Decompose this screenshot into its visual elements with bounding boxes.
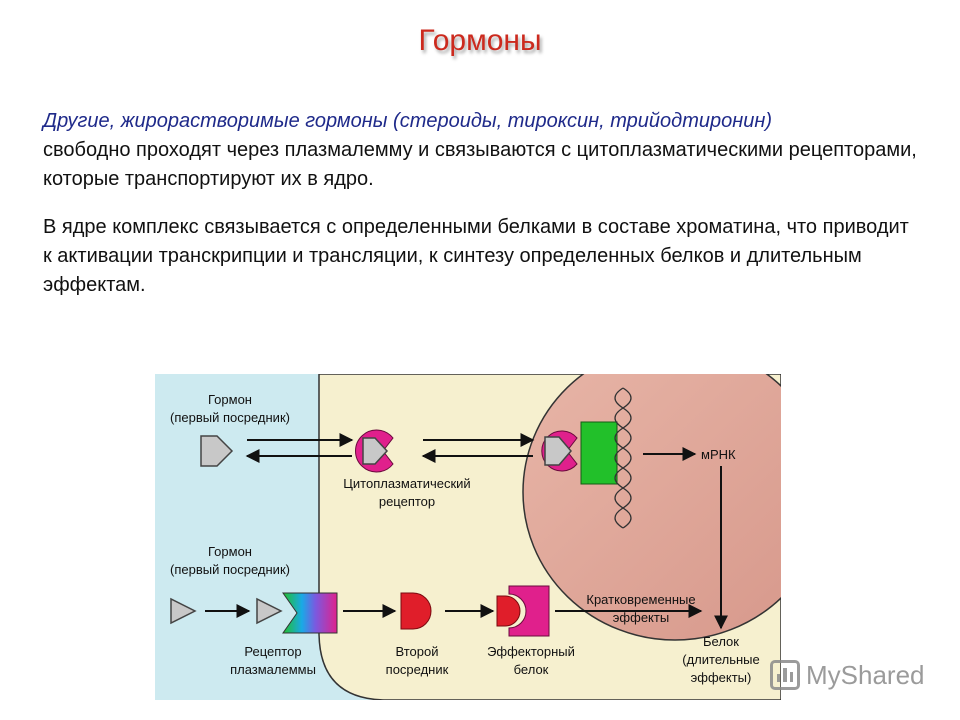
paragraph-1: Другие, жирорастворимые гормоны (стероид… — [43, 107, 923, 194]
hormone-2-icon — [170, 597, 197, 625]
paragraph-1-italic: Другие, жирорастворимые гормоны (стероид… — [43, 110, 773, 132]
effector-bound-messenger-icon — [496, 595, 521, 627]
membrane-receptor-label-line2: плазмалеммы — [230, 662, 316, 677]
protein-label-line2: (длительные — [682, 652, 759, 667]
dna-helix-icon — [614, 387, 632, 529]
effector-label-line1: Эффекторный — [487, 644, 575, 659]
slide-body-text: Другие, жирорастворимые гормоны (стероид… — [43, 107, 923, 300]
second-messenger-icon — [400, 592, 432, 630]
hormone-in-nucleus-icon — [544, 436, 572, 466]
short-effects-label-line2: эффекты — [613, 610, 669, 625]
slide-title: Гормоны — [418, 24, 542, 57]
short-effects-label-line1: Кратковременные — [586, 592, 695, 607]
hormone-at-receptor-icon — [256, 597, 283, 625]
cyto-receptor-label-line1: Цитоплазматический — [343, 476, 470, 491]
hormone-1-icon — [200, 435, 234, 467]
hormone-1-label-line1: Гормон — [208, 392, 252, 407]
membrane-receptor-icon — [282, 592, 338, 634]
hormone-2-label-line2: (первый посредник) — [170, 562, 290, 577]
protein-label-line3: эффекты) — [691, 670, 752, 685]
paragraph-2: В ядре комплекс связывается с определенн… — [43, 216, 909, 296]
second-messenger-label-line2: посредник — [386, 662, 449, 677]
watermark: MyShared — [770, 656, 925, 694]
watermark-text: MyShared — [806, 659, 925, 690]
hormone-2-label-line1: Гормон — [208, 544, 252, 559]
chart-logo-icon — [770, 660, 800, 690]
hormone-signaling-diagram: Гормон (первый посредник) Цитоплазматиче… — [155, 374, 781, 700]
paragraph-1-rest: свободно проходят через плазмалемму и св… — [43, 139, 917, 190]
protein-label-line1: Белок — [703, 634, 739, 649]
hormone-1-label-line2: (первый посредник) — [170, 410, 290, 425]
mrna-label: мРНК — [701, 447, 736, 462]
cyto-receptor-label-line2: рецептор — [379, 494, 435, 509]
hormone-bound-cyto-icon — [362, 437, 389, 465]
membrane-receptor-label-line1: Рецептор — [244, 644, 301, 659]
effector-protein-icon — [508, 585, 550, 637]
nuclear-receptor-green-icon — [580, 421, 618, 485]
second-messenger-label-line1: Второй — [396, 644, 439, 659]
effector-label-line2: белок — [514, 662, 549, 677]
